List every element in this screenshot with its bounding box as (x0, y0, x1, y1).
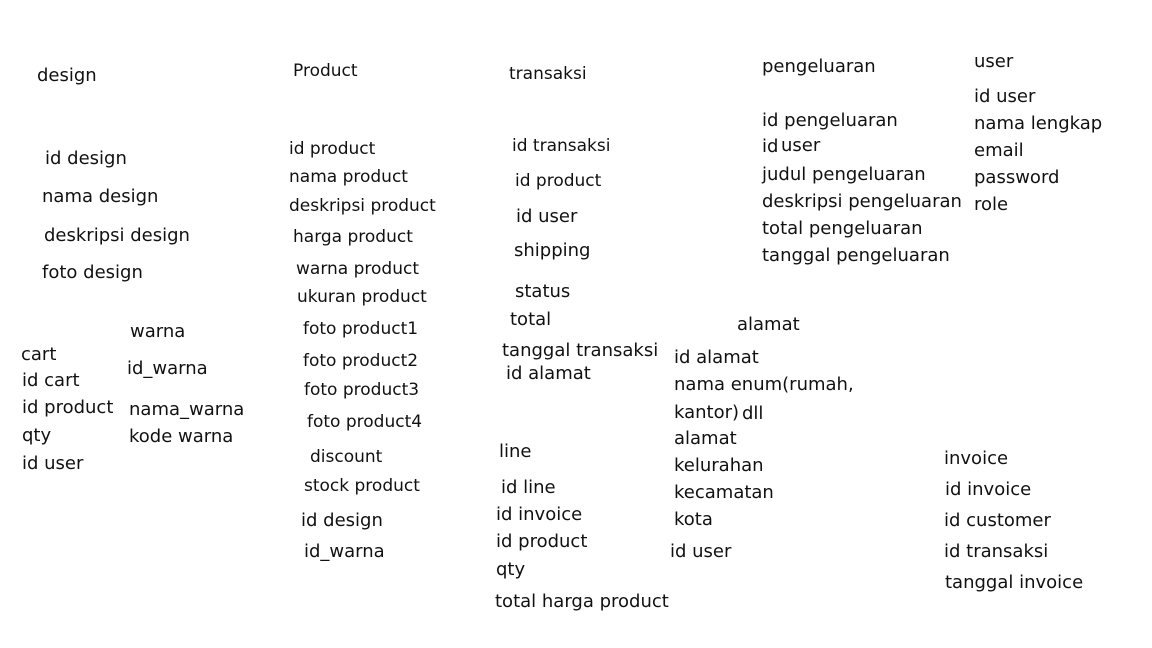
field-product-stock: stock product (304, 476, 420, 496)
field-transaksi-total: total (510, 309, 552, 330)
entity-title-cart: cart (21, 344, 57, 365)
field-line-qty: qty (496, 559, 526, 580)
field-product-foto2: foto product2 (303, 351, 419, 371)
entity-title-pengeluaran: pengeluaran (762, 56, 876, 77)
field-cart-id-user: id user (22, 453, 84, 474)
field-alamat-nama-enum: nama enum(rumah, (674, 374, 854, 395)
entity-title-alamat: alamat (737, 314, 800, 335)
field-invoice-id-customer: id customer (944, 510, 1051, 531)
field-design-deskripsi: deskripsi design (44, 225, 190, 246)
field-pengeluaran-total: total pengeluaran (762, 218, 923, 239)
field-invoice-id-transaksi: id transaksi (944, 541, 1049, 562)
field-product-id: id product (289, 139, 376, 159)
field-cart-qty: qty (22, 425, 52, 446)
field-line-total-harga: total harga product (495, 591, 669, 612)
field-transaksi-tanggal: tanggal transaksi (502, 340, 659, 361)
field-alamat-id-user: id user (670, 541, 732, 562)
field-design-foto: foto design (42, 262, 143, 283)
field-product-discount: discount (310, 447, 383, 467)
field-invoice-id: id invoice (945, 479, 1032, 500)
field-transaksi-id: id transaksi (512, 136, 611, 156)
field-transaksi-id-product: id product (515, 171, 602, 191)
field-alamat-id: id alamat (674, 347, 759, 368)
field-product-id-warna: id_warna (304, 541, 385, 562)
field-user-id: id user (974, 86, 1036, 107)
field-product-foto4: foto product4 (307, 412, 423, 432)
field-line-id: id line (501, 477, 556, 498)
field-cart-id-product: id product (22, 397, 114, 418)
field-product-nama: nama product (289, 167, 408, 187)
entity-title-product: Product (293, 61, 358, 81)
field-design-id: id design (45, 148, 127, 169)
field-user-password: password (974, 167, 1060, 188)
field-product-warna: warna product (296, 259, 419, 279)
field-invoice-tanggal: tanggal invoice (945, 572, 1084, 593)
field-transaksi-shipping: shipping (514, 240, 591, 261)
entity-title-invoice: invoice (944, 448, 1009, 469)
field-pengeluaran-id: id pengeluaran (762, 110, 898, 131)
field-alamat-dll: dll (742, 403, 764, 424)
entity-title-transaksi: transaksi (509, 64, 587, 84)
field-product-harga: harga product (293, 227, 413, 247)
field-line-id-product: id product (496, 531, 588, 552)
field-product-foto1: foto product1 (303, 319, 419, 339)
field-pengeluaran-deskripsi: deskripsi pengeluaran (762, 191, 962, 212)
field-user-nama-lengkap: nama lengkap (974, 113, 1103, 134)
field-transaksi-status: status (515, 281, 571, 302)
entity-title-design: design (37, 65, 97, 86)
entity-title-line: line (499, 441, 532, 462)
field-pengeluaran-tanggal: tanggal pengeluaran (762, 245, 950, 266)
field-alamat-kantor: kantor) (674, 402, 740, 423)
field-design-nama: nama design (42, 186, 159, 207)
field-pengeluaran-user: user (781, 135, 821, 156)
field-line-id-invoice: id invoice (496, 504, 583, 525)
field-transaksi-id-user: id user (516, 206, 578, 227)
field-product-foto3: foto product3 (304, 380, 420, 400)
field-pengeluaran-judul: judul pengeluaran (762, 164, 926, 185)
field-warna-kode: kode warna (129, 426, 234, 447)
field-cart-id: id cart (22, 370, 80, 391)
field-warna-id: id_warna (127, 358, 208, 379)
entity-title-user: user (974, 51, 1014, 72)
field-alamat-kelurahan: kelurahan (674, 455, 764, 476)
field-alamat-kota: kota (674, 509, 713, 530)
entity-title-warna: warna (130, 321, 186, 342)
field-product-id-design: id design (301, 510, 383, 531)
field-alamat-kecamatan: kecamatan (674, 482, 774, 503)
field-pengeluaran-id-prefix: id (762, 136, 779, 157)
field-transaksi-id-alamat: id alamat (506, 363, 591, 384)
field-product-ukuran: ukuran product (297, 287, 427, 307)
field-product-deskripsi: deskripsi product (289, 196, 436, 216)
field-warna-nama: nama_warna (129, 399, 245, 420)
field-user-email: email (974, 140, 1024, 161)
field-user-role: role (974, 194, 1009, 215)
field-alamat-alamat: alamat (674, 428, 737, 449)
